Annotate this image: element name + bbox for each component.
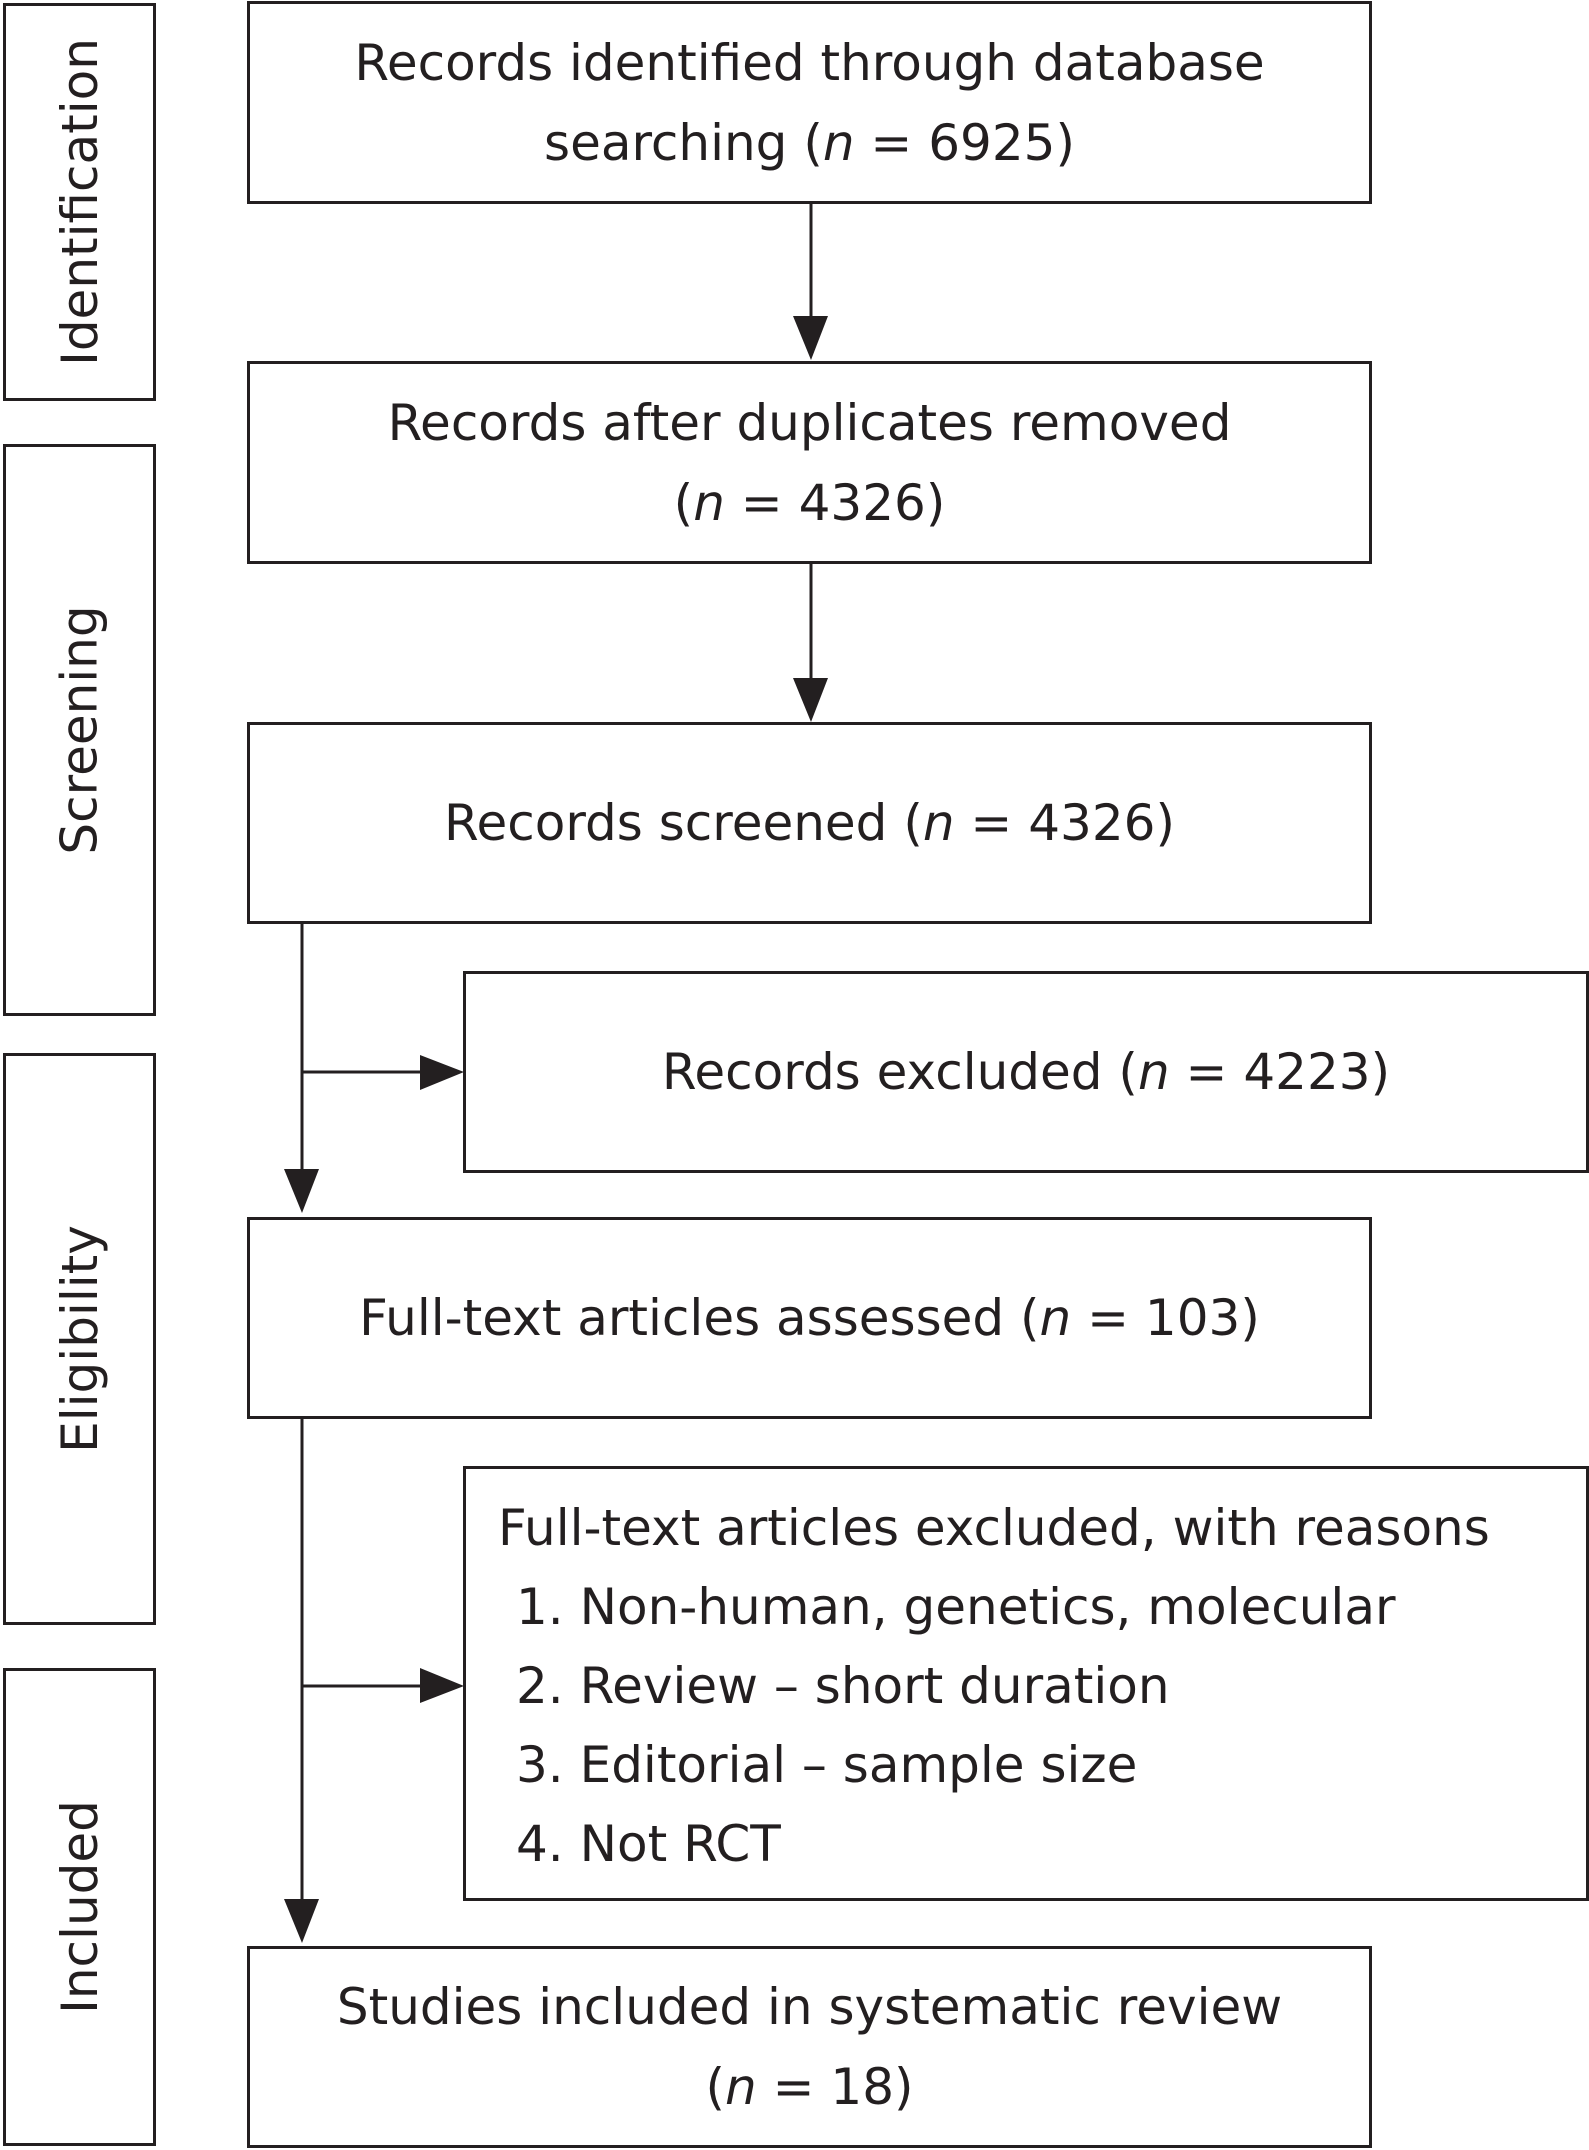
identified-line2: searching (n = 6925) bbox=[544, 113, 1075, 172]
stage-included: Included bbox=[3, 1668, 156, 2146]
stage-screening: Screening bbox=[3, 444, 156, 1016]
stage-label-screening: Screening bbox=[50, 605, 109, 855]
included-line1: Studies included in systematic review bbox=[336, 1978, 1283, 2036]
arrowhead-to-included bbox=[284, 1899, 319, 1943]
exclusion-reason-3: 3. Editorial – sample size bbox=[516, 1736, 1138, 1794]
arrowhead-to-screened bbox=[793, 678, 828, 722]
stage-eligibility: Eligibility bbox=[3, 1053, 156, 1625]
deduplicated-line1: Records after duplicates removed bbox=[387, 393, 1232, 452]
exclusion-reason-2: 2. Review – short duration bbox=[516, 1657, 1170, 1715]
exclusion-reason-4: 4. Not RCT bbox=[516, 1815, 781, 1873]
identified-line1: Records identified through database bbox=[354, 33, 1265, 92]
stage-label-eligibility: Eligibility bbox=[50, 1225, 109, 1453]
stage-label-included: Included bbox=[50, 1800, 109, 2014]
arrowhead-to-assessed bbox=[284, 1169, 319, 1213]
box-records-excluded: Records excluded (n = 4223) bbox=[463, 971, 1589, 1173]
records-excluded-text: Records excluded (n = 4223) bbox=[661, 1043, 1391, 1101]
box-fulltext-assessed: Full-text articles assessed (n = 103) bbox=[247, 1217, 1372, 1419]
arrowhead-to-fulltext-excluded bbox=[420, 1668, 464, 1703]
box-records-identified: Records identified through database sear… bbox=[247, 1, 1372, 204]
stage-identification: Identification bbox=[3, 3, 156, 401]
exclusion-reason-1: 1. Non-human, genetics, molecular bbox=[516, 1578, 1396, 1636]
box-studies-included: Studies included in systematic review (n… bbox=[247, 1946, 1372, 2148]
box-records-screened: Records screened (n = 4326) bbox=[247, 722, 1372, 924]
arrowhead-to-records-excluded bbox=[420, 1055, 464, 1090]
box-fulltext-excluded: Full-text articles excluded, with reason… bbox=[463, 1466, 1589, 1901]
arrowhead-to-deduplicated bbox=[793, 316, 828, 360]
screened-text: Records screened (n = 4326) bbox=[444, 794, 1175, 852]
box-records-deduplicated: Records after duplicates removed (n = 43… bbox=[247, 361, 1372, 564]
fulltext-excluded-heading: Full-text articles excluded, with reason… bbox=[498, 1499, 1490, 1557]
stage-label-identification: Identification bbox=[50, 38, 109, 366]
assessed-text: Full-text articles assessed (n = 103) bbox=[359, 1289, 1260, 1347]
deduplicated-line2: (n = 4326) bbox=[673, 473, 946, 532]
included-line2: (n = 18) bbox=[705, 2058, 914, 2116]
